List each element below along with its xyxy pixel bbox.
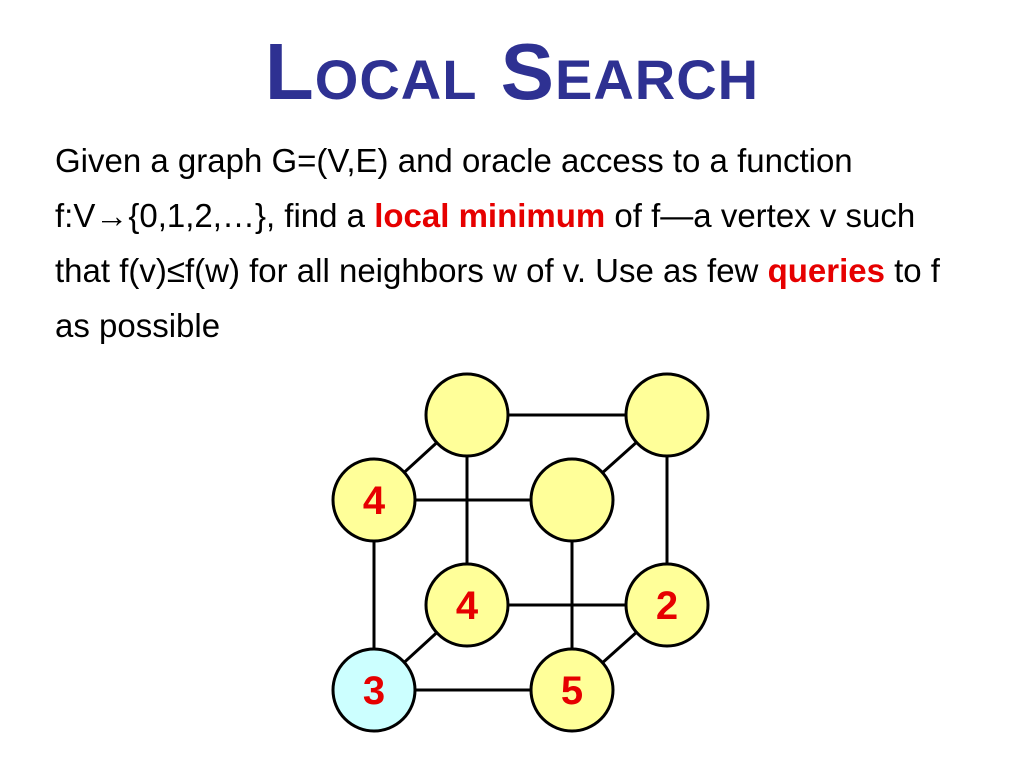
vertex-value-label: 3: [363, 669, 385, 713]
vertex-circle: [529, 647, 615, 733]
statement-text: to f as possible: [55, 252, 940, 344]
vertex-value-label: 4: [456, 584, 479, 628]
vertex-front-top-right: [529, 457, 615, 543]
vertex-back-top-right: [624, 372, 710, 458]
vertex-circle: [529, 457, 615, 543]
vertex-value-label: 5: [561, 669, 583, 713]
vertex-back-top-left: [424, 372, 510, 458]
vertex-circle: [624, 562, 710, 648]
vertex-circle: [331, 457, 417, 543]
vertex-circle: [424, 562, 510, 648]
vertices: 4 4 2 3 5: [331, 372, 710, 733]
vertex-back-bottom-right: 2: [624, 562, 710, 648]
vertex-front-top-left: 4: [331, 457, 417, 543]
edges: [372, 413, 669, 692]
vertex-circle: [624, 372, 710, 458]
vertex-circle: [424, 372, 510, 458]
vertex-back-bottom-left: 4: [424, 562, 510, 648]
vertex-front-bottom-left: 3: [331, 647, 417, 733]
problem-statement: Given a graph G=(V,E) and oracle access …: [55, 133, 975, 353]
vertex-circle: [331, 647, 417, 733]
arrow-icon: →: [95, 197, 129, 234]
statement-text: {0,1,2,…}, find a: [128, 197, 375, 234]
vertex-front-bottom-right: 5: [529, 647, 615, 733]
slide-title: Local Search: [264, 27, 760, 116]
vertex-value-label: 2: [656, 584, 678, 628]
highlight-local-minimum: local minimum: [374, 197, 606, 234]
vertex-value-label: 4: [363, 479, 386, 523]
highlight-queries: queries: [767, 252, 885, 289]
statement-text: Given a graph G=(V,E) and oracle access …: [55, 142, 853, 234]
statement-text: of f—a vertex v such that f(v)≤f(w) for …: [55, 197, 916, 289]
